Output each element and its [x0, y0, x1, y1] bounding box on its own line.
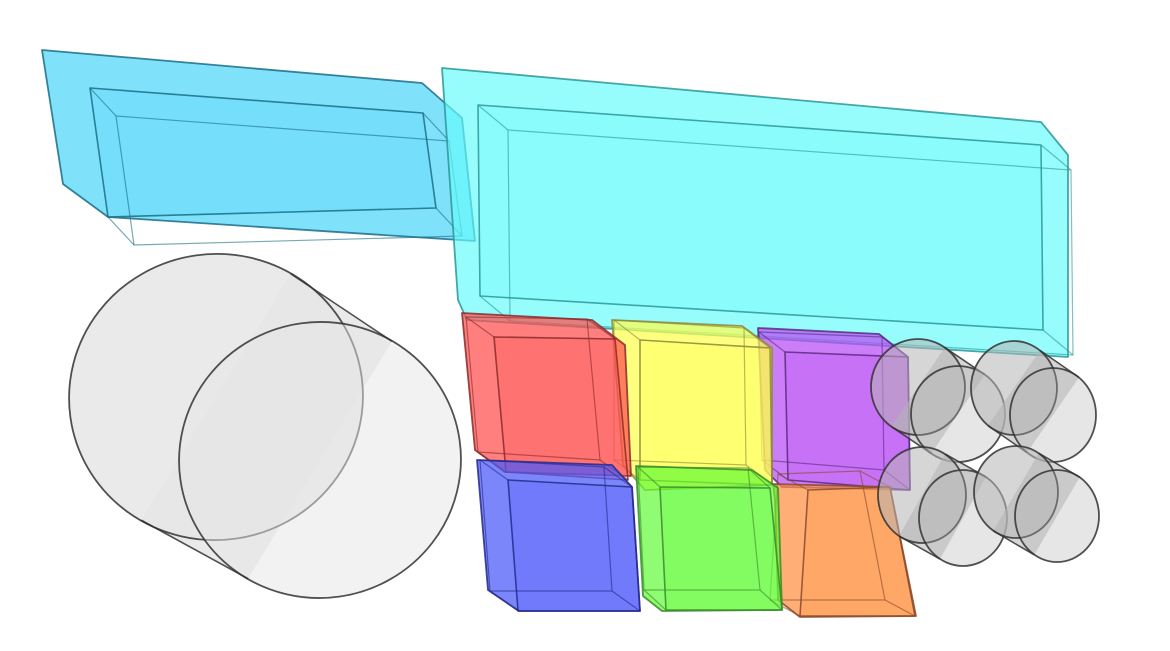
long-blue-box-edge [423, 113, 449, 141]
cylinder-layer-front [871, 339, 1099, 566]
red-cube-edge [466, 317, 494, 337]
small-cylinder-bottom-right-side-edge [1039, 453, 1080, 477]
long-cyan-box-front-face [478, 105, 1043, 330]
small-cylinder-top-right-side-edge [1040, 350, 1079, 377]
blue-cube-edge [604, 467, 632, 487]
small-cylinder-bottom-right-back-cap [974, 446, 1058, 538]
large-gray-cylinder-front-cap [161, 304, 479, 617]
green-cube [636, 466, 782, 611]
long-cyan-box-edge [478, 105, 508, 130]
blue-cube-edge [490, 591, 518, 611]
red-cube-outer-face [462, 313, 631, 476]
orange-cube-edge [778, 474, 808, 490]
yellow-cube [612, 320, 772, 490]
green-cube-edge [760, 590, 782, 610]
box-layer [42, 50, 1073, 617]
blue-cube-edge [612, 591, 640, 611]
green-cube-front-face [660, 487, 782, 610]
yellow-cube-edge [614, 320, 640, 340]
large-gray-cylinder-side-edge [291, 274, 392, 342]
red-cube-front-face [494, 337, 628, 480]
small-cylinder-bottom-right-front-cap [1015, 470, 1099, 562]
small-cylinder-bottom-right [974, 446, 1099, 562]
long-blue-box-edge [108, 217, 134, 245]
green-cube-edge [638, 467, 660, 487]
long-cyan-box-edge [1043, 330, 1073, 355]
long-blue-box-edge [90, 88, 116, 116]
long-cyan-box-edge [1041, 145, 1071, 170]
small-cylinder-bottom-right-side-edge [993, 531, 1034, 555]
long-cyan-box [442, 68, 1073, 357]
blue-cube-edge [480, 460, 508, 480]
large-gray-cylinder-side-edge [141, 520, 248, 578]
red-cube [462, 313, 631, 480]
purple-cube-edge [759, 332, 785, 352]
green-cube-edge [644, 590, 666, 610]
large-gray-cylinder [51, 235, 479, 616]
small-cylinder-bottom-left-back-cap [878, 447, 966, 543]
red-cube-edge [587, 319, 615, 339]
yellow-cube-edge [744, 328, 770, 348]
long-blue-box [42, 50, 475, 245]
orange-cube-edge [885, 600, 915, 616]
small-cylinder-top-left [871, 339, 1005, 462]
small-cylinder-bottom-left-side-edge [899, 536, 940, 559]
green-cube-edge [748, 468, 770, 488]
blue-cube [477, 460, 640, 611]
long-cyan-box-outer-face [442, 68, 1068, 357]
small-cylinder-top-right [971, 341, 1096, 462]
cylinder-layer-back [51, 235, 479, 616]
